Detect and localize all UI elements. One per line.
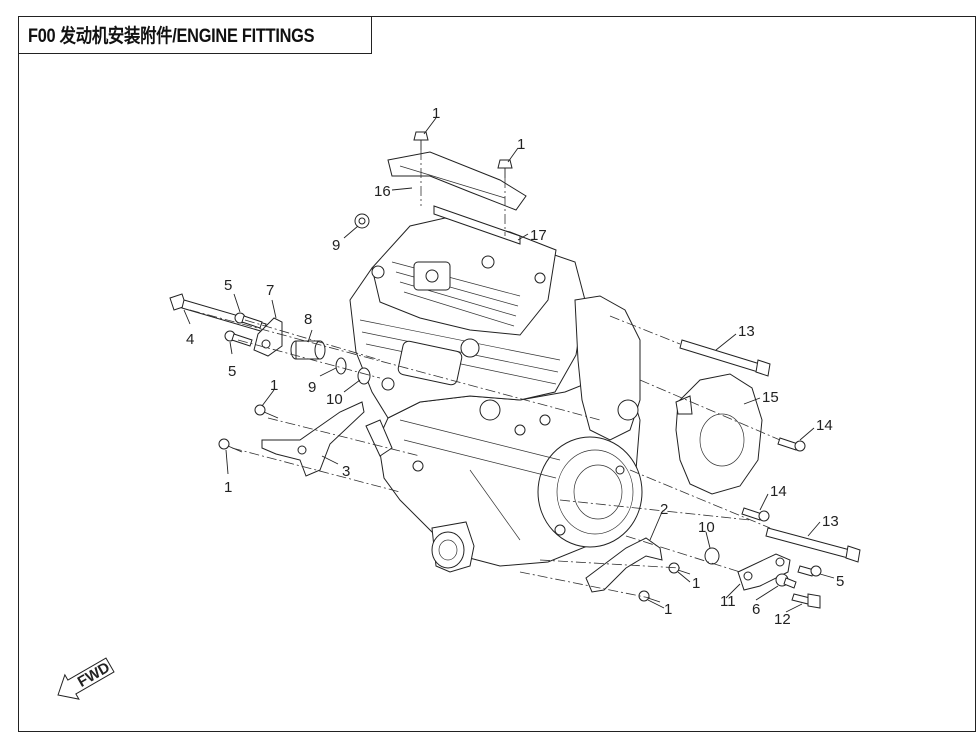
callout-8: 8 <box>304 311 312 328</box>
callout-1-lower-left: 1 <box>224 479 232 496</box>
callout-1-top-left: 1 <box>432 105 440 122</box>
callout-10-left: 10 <box>326 391 343 408</box>
spark-plug-center <box>425 269 439 283</box>
callout-15: 15 <box>762 389 779 406</box>
callout-3: 3 <box>342 463 350 480</box>
bolt-5-right <box>797 565 822 577</box>
callout-1-mid-left: 1 <box>270 377 278 394</box>
callout-1-bottom-lower: 1 <box>664 601 672 618</box>
callout-11: 11 <box>720 593 736 610</box>
callouts: 1 1 16 17 9 5 7 4 8 5 9 10 1 3 1 13 15 1… <box>186 105 844 628</box>
bolt-14-lower <box>741 507 770 522</box>
title-box: F00 发动机安装附件/ENGINE FITTINGS <box>18 16 372 54</box>
callout-9-left: 9 <box>308 379 316 396</box>
callout-1-top-right: 1 <box>517 136 525 153</box>
bolt-12 <box>791 593 821 609</box>
plate-17 <box>433 205 521 245</box>
leader-lines <box>183 117 835 613</box>
cylinder-head-cover <box>371 217 557 336</box>
engine-assembly <box>349 213 643 573</box>
page-title: F00 发动机安装附件/ENGINE FITTINGS <box>28 26 315 47</box>
generator-cover <box>537 436 643 548</box>
bolt-1-mid-left <box>254 404 279 419</box>
callout-13-lower: 13 <box>822 513 839 530</box>
callout-5-upper: 5 <box>224 277 232 294</box>
bolt-5-lower <box>224 330 253 347</box>
bolt-6 <box>775 573 797 589</box>
drawing-frame <box>18 16 976 732</box>
callout-16: 16 <box>374 183 391 200</box>
bolt-1-top-right <box>497 159 513 178</box>
callout-6: 6 <box>752 601 760 618</box>
washer-9 <box>335 357 347 375</box>
fwd-arrow: FWD <box>57 657 115 700</box>
bolt-1-top-left <box>413 131 429 150</box>
assembly-lines <box>189 150 781 599</box>
callout-13-upper: 13 <box>738 323 755 340</box>
spacer-8 <box>290 340 326 360</box>
bolt-14-upper <box>777 437 806 452</box>
callout-2: 2 <box>660 501 668 518</box>
long-bolt-13-lower <box>765 527 861 563</box>
long-bolt-13-upper <box>679 339 771 377</box>
callout-12: 12 <box>774 611 791 628</box>
callout-5-right: 5 <box>836 573 844 590</box>
bolt-1-bottom-upper <box>668 562 691 575</box>
callout-10-right: 10 <box>698 519 715 536</box>
bracket-2 <box>585 537 663 593</box>
nut-10-right <box>704 547 720 565</box>
callout-17: 17 <box>530 227 547 244</box>
callout-1-bottom-upper: 1 <box>692 575 700 592</box>
top-bracket-16 <box>387 151 527 211</box>
callout-14-upper: 14 <box>816 417 833 434</box>
nut-10-left <box>357 367 371 385</box>
callout-7: 7 <box>266 282 274 299</box>
callout-5-lower: 5 <box>228 363 236 380</box>
side-cover-15 <box>675 373 763 495</box>
callout-9-top: 9 <box>332 237 340 254</box>
callout-4: 4 <box>186 331 194 348</box>
callout-14-lower: 14 <box>770 483 787 500</box>
